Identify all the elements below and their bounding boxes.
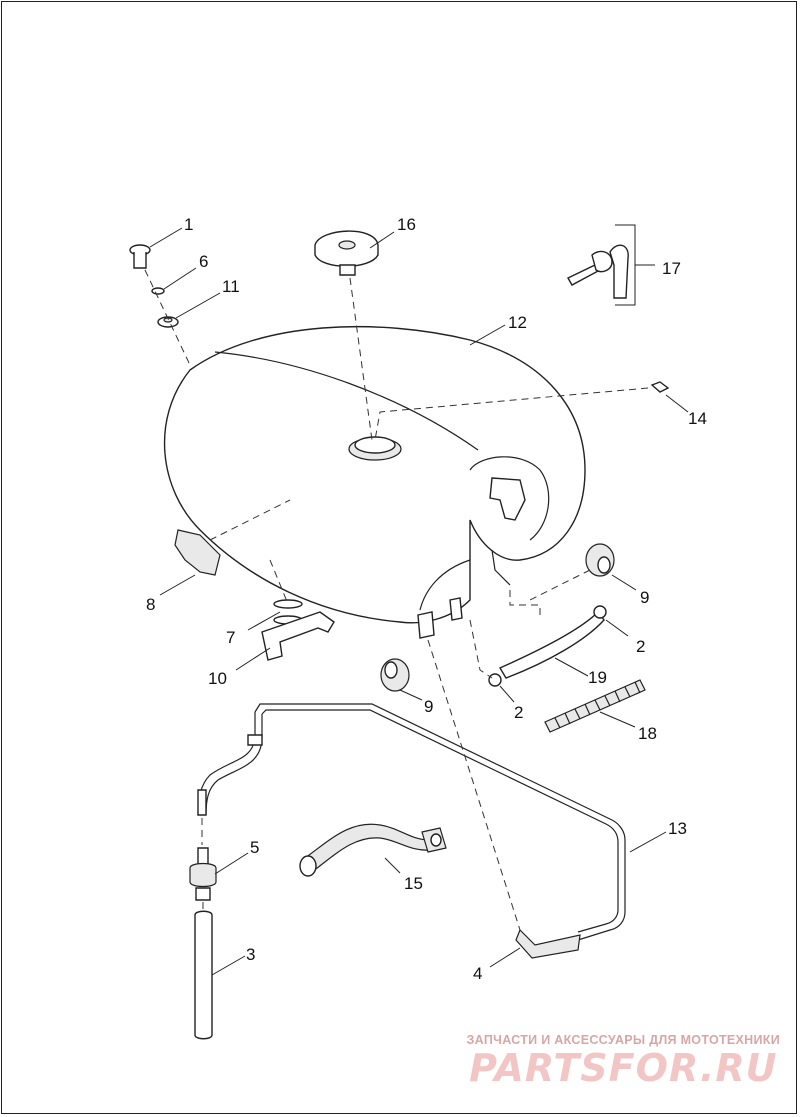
callout-12: 12: [508, 313, 527, 332]
callout-2: 2: [514, 703, 523, 722]
callout-5: 5: [250, 838, 259, 857]
assembly-line: [509, 590, 541, 615]
hose-part-15: [299, 823, 447, 877]
callout-19: 19: [588, 668, 607, 687]
leader-lines: [149, 227, 689, 976]
assembly-line: [374, 387, 649, 441]
callout-9: 9: [424, 697, 433, 716]
callout-17: 17: [662, 259, 681, 278]
bracket-17: [615, 224, 655, 306]
callout-2: 2: [636, 637, 645, 656]
callout-9: 9: [640, 588, 649, 607]
callout-3: 3: [246, 945, 255, 964]
spring-part-18: [544, 679, 646, 733]
callout-8: 8: [146, 595, 155, 614]
callout-10: 10: [208, 669, 227, 688]
callout-13: 13: [668, 819, 687, 838]
callout-1: 1: [184, 215, 193, 234]
assembly-line: [427, 639, 521, 931]
assembly-line: [144, 269, 191, 366]
clamp-part-2: [593, 605, 607, 619]
callout-11: 11: [222, 277, 240, 296]
fuel-line-part-13: [254, 703, 626, 941]
fuel-tank: [163, 325, 586, 639]
screw-part-1: [129, 244, 151, 269]
assembly-line: [529, 569, 591, 601]
screw-part-14: [650, 381, 670, 393]
vent-hose-part-19: [498, 610, 605, 679]
hose-part-3: [194, 910, 213, 1040]
bracket-part-10: [261, 611, 335, 661]
callout-15: 15: [404, 874, 423, 893]
keys-part-17: [567, 244, 629, 299]
assembly-line: [269, 559, 289, 605]
callout-4: 4: [473, 964, 482, 983]
callout-14: 14: [688, 409, 707, 428]
callout-16: 16: [397, 215, 416, 234]
assembly-line: [469, 619, 493, 679]
clamp-part-2: [488, 673, 502, 687]
fuel-cap-part-16: [314, 230, 379, 276]
assembly-line: [349, 277, 373, 441]
lock-washer-part-6: [151, 287, 165, 295]
bumper-part-9: [585, 543, 615, 577]
callout-18: 18: [638, 724, 657, 743]
callout-6: 6: [199, 252, 208, 271]
fuel-line-part-13: [261, 709, 619, 933]
valve-part-5: [189, 847, 217, 901]
assembly-line: [209, 499, 291, 541]
bumper-part-9: [380, 658, 410, 692]
shield-part-8: [174, 529, 221, 576]
callout-7: 7: [226, 628, 235, 647]
callouts: 1 6 11 16 17 12 14 8 9 2 7 10 19 9 2 18 …: [146, 215, 707, 983]
hose-part-4: [515, 928, 581, 959]
